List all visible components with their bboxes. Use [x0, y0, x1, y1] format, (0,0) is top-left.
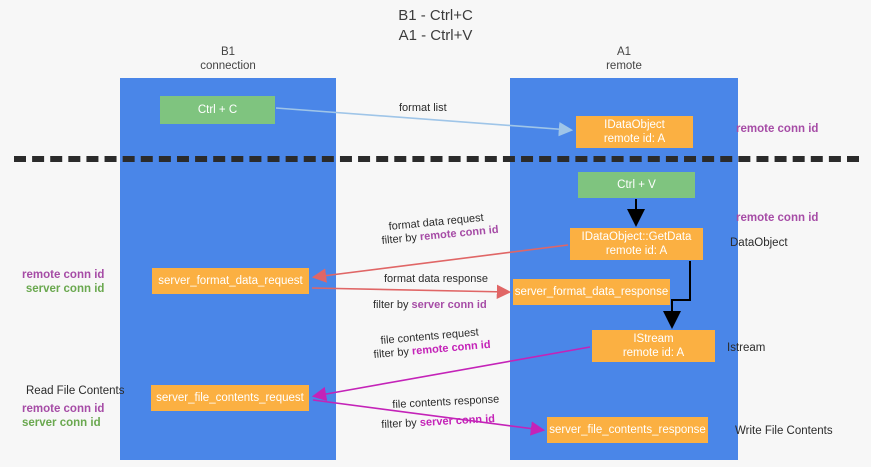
edge-filter-format-data-response: filter by server conn id — [373, 298, 487, 312]
edge-filter-prefix: filter by — [373, 299, 412, 311]
lane-header-b1: B1 connection — [120, 45, 336, 73]
node-server-file-contents-response[interactable]: server_file_contents_response — [547, 417, 708, 443]
annotation-left-remote-conn-id-2: remote conn id — [22, 403, 105, 415]
node-server-format-data-response-label: server_format_data_response — [514, 286, 669, 298]
arrow-format-list — [275, 107, 574, 137]
annotation-dataobject: DataObject — [730, 237, 788, 249]
arrow-file-contents-response — [312, 399, 546, 436]
arrow-file-contents-request — [311, 346, 591, 402]
edge-filter-key-server-conn-id: server conn id — [419, 413, 496, 429]
edge-label-format-list-text: format list — [399, 102, 447, 114]
node-idataobject-line1: IDataObject — [604, 119, 665, 131]
node-ctrl-c[interactable]: Ctrl + C — [160, 96, 275, 124]
node-getdata-line1: IDataObject::GetData — [581, 231, 692, 243]
edge-filter-prefix: filter by — [381, 416, 421, 431]
node-server-file-contents-request-label: server_file_contents_request — [156, 392, 304, 404]
arrow-format-data-request — [311, 244, 569, 283]
node-server-format-data-response[interactable]: server_format_data_response — [513, 279, 670, 305]
node-idataobject-getdata[interactable]: IDataObject::GetData remote id: A — [570, 228, 703, 260]
node-ctrl-v-label: Ctrl + V — [617, 179, 656, 191]
lane-header-b1-role: connection — [200, 60, 256, 72]
title-line-2: A1 - Ctrl+V — [398, 27, 473, 44]
arrow-getdata-to-istream — [663, 261, 691, 329]
node-getdata-line2: remote id: A — [605, 245, 668, 257]
lane-header-b1-name: B1 — [220, 46, 236, 58]
edge-filter-prefix: filter by — [373, 345, 413, 361]
annotation-remote-conn-id-mid: remote conn id — [736, 212, 819, 224]
annotation-left-remote-conn-id-1: remote conn id — [22, 269, 105, 281]
annotation-left-server-conn-id-1: server conn id — [25, 283, 105, 295]
edge-label-format-data-response-text: format data response — [384, 273, 488, 285]
edge-filter-prefix: filter by — [381, 231, 421, 247]
node-ctrl-v[interactable]: Ctrl + V — [578, 172, 695, 198]
node-istream-line1: IStream — [633, 333, 674, 345]
title-line-1: B1 - Ctrl+C — [398, 7, 473, 24]
node-server-format-data-request-label: server_format_data_request — [158, 275, 303, 287]
arrow-format-data-response — [311, 284, 512, 299]
node-server-file-contents-response-label: server_file_contents_response — [549, 424, 706, 436]
annotation-left-server-conn-id-2: server conn id — [22, 417, 101, 429]
annotation-left-conn-ids-bottom: remote conn id server conn id — [22, 402, 104, 430]
edge-label-format-list: format list — [399, 101, 447, 115]
edge-label-format-data-response: format data response — [384, 272, 488, 286]
lane-header-a1-name: A1 — [616, 46, 632, 58]
node-server-format-data-request[interactable]: server_format_data_request — [152, 268, 309, 294]
node-server-file-contents-request[interactable]: server_file_contents_request — [151, 385, 309, 411]
annotation-istream: Istream — [727, 342, 766, 354]
node-ctrl-c-label: Ctrl + C — [197, 104, 238, 116]
annotation-left-conn-ids-top: remote conn id server conn id — [22, 268, 104, 296]
lane-header-a1-role: remote — [606, 60, 642, 72]
node-idataobject-line2: remote id: A — [603, 133, 666, 145]
lane-header-a1: A1 remote — [510, 45, 738, 73]
annotation-remote-conn-id-top: remote conn id — [736, 123, 819, 135]
node-istream[interactable]: IStream remote id: A — [592, 330, 715, 362]
node-istream-line2: remote id: A — [622, 347, 685, 359]
phase-divider — [14, 156, 859, 162]
node-idataobject[interactable]: IDataObject remote id: A — [576, 116, 693, 148]
page-title: B1 - Ctrl+C A1 - Ctrl+V — [0, 6, 871, 46]
annotation-read-file-contents: Read File Contents — [26, 385, 125, 397]
edge-filter-key-server-conn-id: server conn id — [411, 299, 487, 311]
annotation-write-file-contents: Write File Contents — [735, 425, 833, 437]
